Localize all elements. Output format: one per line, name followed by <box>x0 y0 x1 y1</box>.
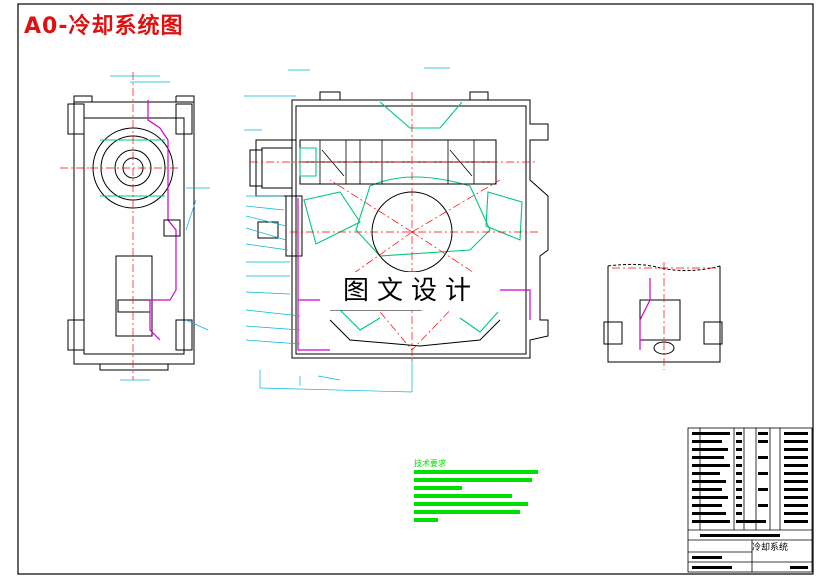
left-view-centerlines <box>60 72 180 380</box>
title-block-rows <box>692 432 808 569</box>
technical-notes-heading: 技术要求 <box>414 458 446 468</box>
title-block-drawing-name: 冷却系统 <box>752 543 789 553</box>
sheet-border <box>17 3 814 575</box>
main-housing <box>249 91 549 359</box>
main-view-hatch <box>299 101 523 333</box>
main-view-centerlines <box>250 92 540 362</box>
title-block <box>687 427 813 573</box>
left-view-dimensions <box>110 75 210 381</box>
left-view-valve <box>163 219 181 237</box>
right-view-pipe <box>639 278 651 350</box>
drawing-title: A0-冷却系统图 <box>24 14 184 39</box>
main-view-pipe <box>297 198 531 351</box>
technical-notes-lines <box>414 470 538 522</box>
left-view-hatch <box>100 139 165 197</box>
main-view-leaders <box>244 67 450 393</box>
left-side-view <box>67 95 195 371</box>
right-view-centerlines <box>612 262 716 370</box>
right-partial-view <box>603 263 723 363</box>
watermark: 图文设计 <box>322 272 500 310</box>
